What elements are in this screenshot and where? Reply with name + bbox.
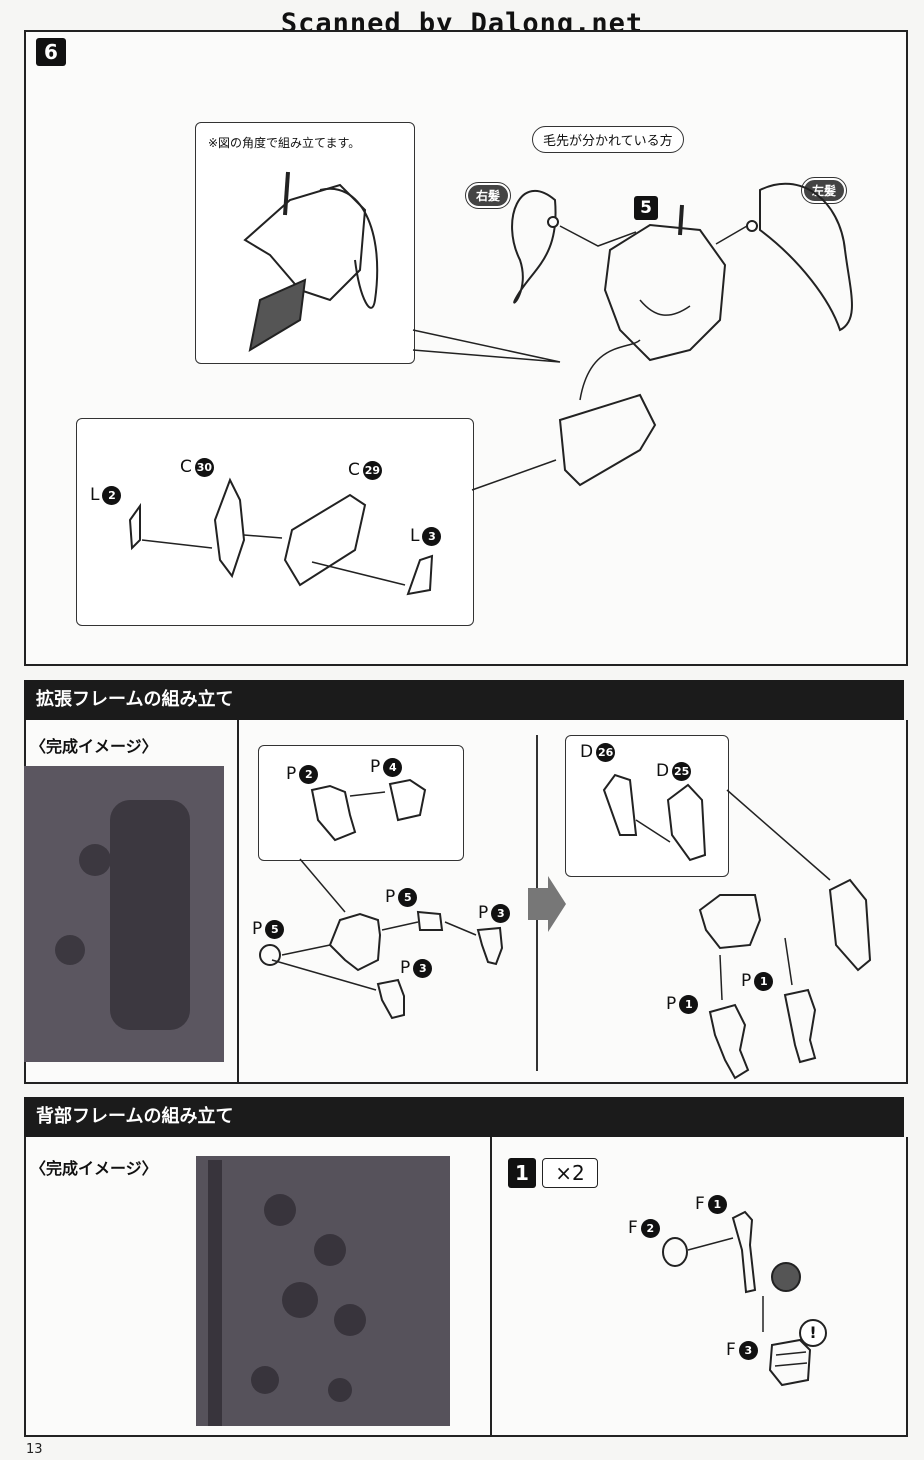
part-f3	[768, 1338, 812, 1387]
face-guard	[558, 393, 657, 487]
part-p2	[310, 784, 357, 842]
page-number: 13	[26, 1442, 43, 1457]
right-shield	[828, 878, 872, 972]
part-f2	[662, 1237, 688, 1267]
left-hair	[759, 182, 853, 332]
part-l2	[128, 502, 141, 551]
part-hub	[328, 912, 382, 972]
step6-number: 6	[36, 38, 66, 66]
part-p4	[388, 778, 427, 822]
back-multiplier: ×2	[542, 1158, 598, 1188]
step-arrow	[528, 876, 566, 932]
part-c30	[213, 477, 246, 579]
part-p3-right	[476, 926, 504, 966]
back-title: 背部フレームの組み立て	[24, 1097, 904, 1137]
part-p5-right	[416, 910, 444, 931]
head	[603, 223, 727, 362]
expansion-photo-shapes	[55, 800, 190, 1030]
back-photo-shapes	[208, 1160, 366, 1426]
back-divider	[490, 1137, 492, 1437]
right-hair	[511, 189, 557, 304]
detail-circle	[771, 1262, 801, 1292]
inset-hair	[319, 187, 379, 309]
right-hair-tag: 右髪	[464, 182, 512, 209]
back-step-number: 1	[508, 1158, 536, 1188]
inset-helmet	[243, 183, 367, 302]
inset-antenna	[283, 171, 290, 216]
part-d26	[602, 773, 638, 836]
inset-pointer	[412, 329, 561, 363]
part-p1-right	[783, 988, 817, 1064]
expansion-drawings	[55, 773, 872, 1080]
angle-inset	[195, 122, 415, 364]
inset-face-guard	[248, 278, 307, 353]
expansion-divider	[237, 720, 239, 1084]
back-complete-photo	[196, 1156, 450, 1426]
part-l3	[406, 554, 434, 596]
back-image-label: 〈完成イメージ〉	[30, 1159, 158, 1178]
part-d25	[666, 783, 707, 862]
expansion-title: 拡張フレームの組み立て	[24, 680, 904, 720]
substep-5: 5	[634, 196, 658, 220]
caution-icon: !	[799, 1319, 827, 1347]
part-c29	[283, 493, 367, 587]
part-f1	[731, 1210, 757, 1294]
part-p1-left	[708, 1003, 750, 1080]
parts-inset	[76, 418, 474, 626]
right-hub	[698, 894, 762, 950]
part-p5-left	[259, 944, 281, 966]
expansion-left-inset	[258, 745, 464, 861]
expansion-image-label: 〈完成イメージ〉	[30, 737, 158, 756]
back-panel	[24, 1137, 908, 1437]
tip-label: 毛先が分かれている方	[532, 126, 684, 153]
section6-drawings	[128, 171, 853, 596]
part-p3-bottom	[376, 978, 405, 1020]
angle-note: ※図の角度で組み立てます。	[208, 136, 361, 150]
